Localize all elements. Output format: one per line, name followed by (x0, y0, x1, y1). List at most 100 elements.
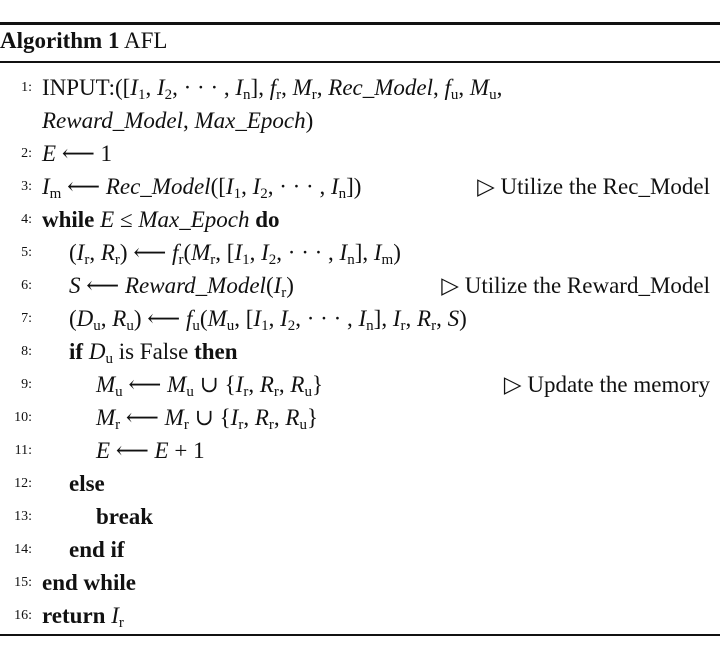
algorithm-title: Algorithm 1 AFL (0, 28, 167, 54)
line-code: end if (69, 533, 125, 566)
line-code: (Du, Ru) ⟵ fu(Mu, [I1, I2, · · · , In], … (69, 302, 467, 335)
line-code: Im ⟵ Rec_Model([I1, I2, · · · , In]) (42, 170, 361, 203)
subscript: 2 (260, 186, 268, 202)
algorithm-line: 16:return Ir (0, 599, 720, 632)
code-text: , (316, 75, 329, 100)
code-text: , (182, 108, 195, 133)
code-text: ≤ (114, 207, 139, 232)
algorithm-label: Algorithm 1 (0, 28, 120, 53)
line-code: while E ≤ Max_Epoch do (42, 203, 280, 236)
code-text: ( (69, 240, 77, 265)
math-symbol: S (447, 306, 460, 331)
math-symbol: M (164, 405, 184, 430)
subscript: u (93, 318, 101, 334)
code-text: ) (393, 240, 401, 265)
code-text: , · · · , (295, 306, 359, 331)
line-number: 9: (21, 377, 32, 392)
subscript: r (276, 87, 282, 103)
subscript: 2 (164, 87, 173, 103)
subscript: r (238, 417, 244, 433)
subscript: u (304, 384, 312, 400)
line-number: 3: (21, 179, 32, 194)
algorithm-line: 7:(Du, Ru) ⟵ fu(Mu, [I1, I2, · · · , In]… (0, 302, 720, 335)
code-text: , (243, 405, 255, 430)
code-text: , (436, 306, 448, 331)
math-symbol: M (292, 75, 312, 100)
subscript: 2 (287, 318, 296, 334)
line-code: break (96, 500, 153, 533)
math-symbol: Rec_Model (328, 75, 434, 100)
algorithm-line: 11:E ⟵ E + 1 (0, 434, 720, 467)
line-code: else (69, 467, 105, 500)
line-code: (Ir, Rr) ⟵ fr(Mr, [I1, I2, · · · , In], … (69, 236, 401, 269)
subscript: u (226, 318, 235, 334)
line-code: return Ir (42, 599, 124, 632)
code-text: , (248, 372, 260, 397)
code-text: is False (112, 339, 195, 364)
math-symbol: R (259, 372, 274, 397)
code-text: , (145, 75, 157, 100)
math-symbol: I (230, 405, 239, 430)
math-symbol: f (444, 75, 451, 100)
algorithm-line: 9:Mu ⟵ Mu ∪ {Ir, Rr, Ru}▷ Update the mem… (0, 368, 720, 401)
keyword: then (194, 339, 238, 364)
math-symbol: M (469, 75, 490, 100)
code-text: ], (354, 240, 374, 265)
keyword: if (69, 339, 84, 364)
code-text: } (311, 372, 323, 397)
subscript: r (400, 318, 406, 334)
algorithm-name: AFL (123, 28, 168, 53)
subscript: r (178, 252, 184, 268)
math-symbol: Reward_Model (42, 108, 183, 133)
code-text: ⟵ (120, 405, 165, 430)
math-symbol: E (100, 207, 115, 232)
subscript: r (243, 384, 249, 400)
subscript: m (49, 186, 62, 202)
code-text: , (241, 174, 253, 199)
subscript: u (115, 384, 123, 400)
code-text: ( (199, 306, 208, 331)
code-text: ) (286, 273, 294, 298)
subscript: r (311, 87, 317, 103)
code-text: ⟵ 1 (56, 141, 113, 166)
algorithm-line: 14:end if (0, 533, 720, 566)
subscript: u (489, 87, 497, 103)
code-text: , (273, 405, 286, 430)
code-text: ], (250, 75, 270, 100)
top-rule (0, 22, 720, 25)
algorithm-line: Reward_Model, Max_Epoch) (0, 104, 720, 137)
math-symbol: R (112, 306, 127, 331)
code-text: , (268, 306, 281, 331)
subscript: r (268, 417, 274, 433)
math-symbol: f (186, 306, 193, 331)
code-text: ) ⟵ (119, 240, 173, 265)
math-symbol: I (42, 174, 50, 199)
math-symbol: f (172, 240, 179, 265)
subscript: r (115, 417, 121, 433)
math-symbol: M (207, 306, 227, 331)
keyword: else (69, 471, 105, 496)
subscript: u (105, 351, 113, 367)
code-text: ∪ { (193, 372, 236, 397)
math-symbol: M (96, 405, 116, 430)
math-symbol: I (339, 240, 348, 265)
code-text: ∪ { (188, 405, 231, 430)
code-text: , (496, 75, 503, 100)
algorithm-line: 4:while E ≤ Max_Epoch do (0, 203, 720, 236)
subscript: r (431, 318, 437, 334)
line-code: if Du is False then (69, 335, 238, 368)
subscript: 1 (261, 318, 269, 334)
math-symbol: I (330, 174, 339, 199)
math-symbol: M (191, 240, 211, 265)
keyword: break (96, 504, 154, 529)
math-symbol: I (234, 240, 243, 265)
algorithm-line: 15:end while (0, 566, 720, 599)
math-symbol: I (235, 75, 244, 100)
algorithm-line: 3:Im ⟵ Rec_Model([I1, I2, · · · , In])▷ … (0, 170, 720, 203)
math-symbol: D (76, 306, 94, 331)
math-symbol: E (42, 141, 57, 166)
code-text: , (405, 306, 417, 331)
math-symbol: Max_Epoch (194, 108, 306, 133)
subscript: n (347, 252, 355, 268)
math-symbol: I (373, 240, 382, 265)
